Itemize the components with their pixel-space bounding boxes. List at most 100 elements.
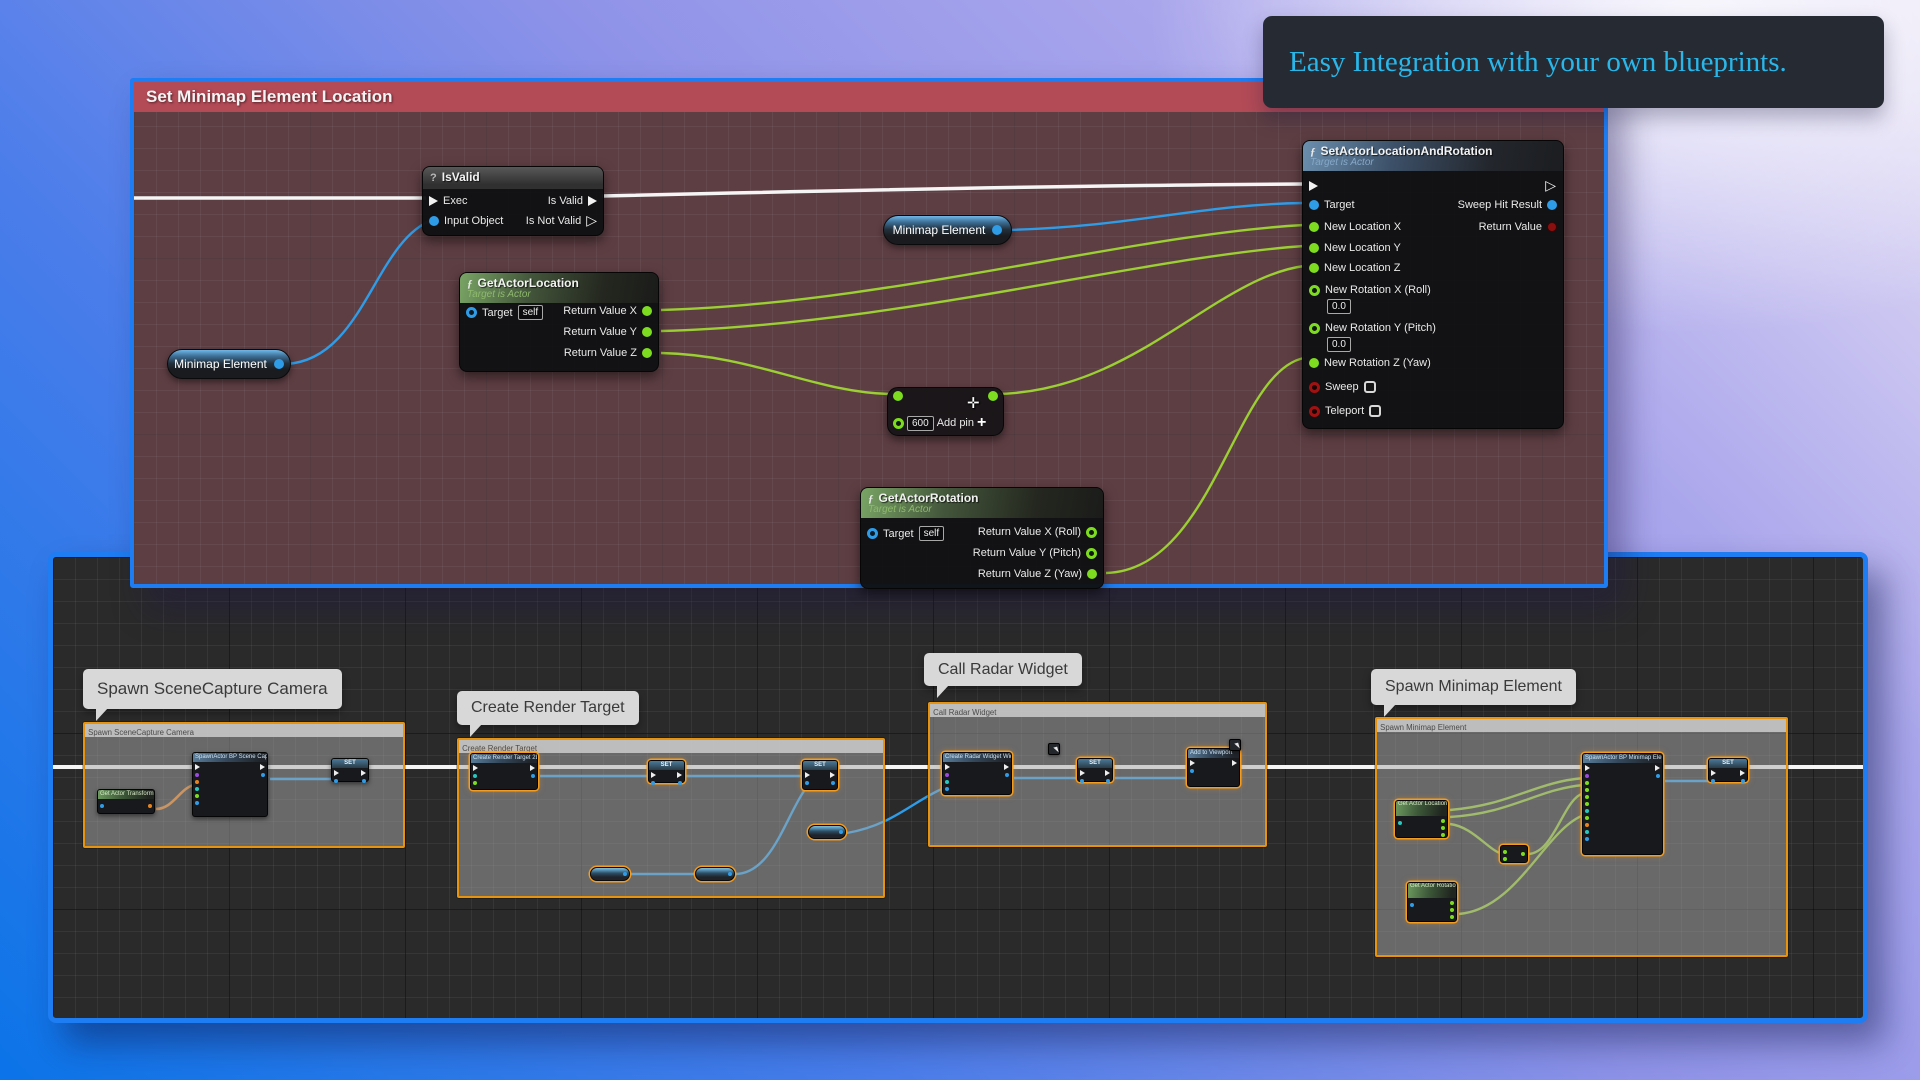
class-pin[interactable] bbox=[945, 773, 949, 777]
out-pin[interactable] bbox=[831, 781, 835, 785]
input-object-pin[interactable] bbox=[429, 216, 439, 226]
exec-out-pin[interactable] bbox=[530, 765, 535, 771]
out-pin[interactable] bbox=[988, 391, 998, 401]
return-y-pin[interactable] bbox=[642, 327, 652, 337]
roll-pin[interactable] bbox=[1450, 901, 1454, 905]
sweep-hit-result-pin[interactable] bbox=[1547, 200, 1557, 210]
value-pin[interactable] bbox=[651, 781, 655, 785]
param-pin[interactable] bbox=[1585, 830, 1589, 834]
new-rotation-x-pin[interactable] bbox=[1309, 285, 1320, 296]
sweep-pin[interactable] bbox=[1309, 382, 1320, 393]
comment-header[interactable]: Create Render Target bbox=[459, 740, 883, 753]
out-pin[interactable] bbox=[839, 830, 843, 834]
comment-header[interactable]: Spawn SceneCapture Camera bbox=[85, 724, 403, 737]
node-get-actor-transform[interactable]: Get Actor Transform bbox=[97, 789, 155, 814]
node-set-variable[interactable]: SET bbox=[802, 760, 838, 790]
out-pin[interactable] bbox=[623, 872, 627, 876]
out-pin[interactable] bbox=[728, 872, 732, 876]
exec-out-pin[interactable] bbox=[260, 764, 265, 770]
return-value-pin[interactable] bbox=[1547, 222, 1557, 232]
in-pin[interactable] bbox=[1503, 850, 1507, 854]
out-pin[interactable] bbox=[678, 781, 682, 785]
transform-pin[interactable] bbox=[148, 804, 152, 808]
node-set-actor-location-and-rotation[interactable]: ƒSetActorLocationAndRotation Target is A… bbox=[1302, 140, 1564, 429]
transform-pin[interactable] bbox=[1585, 823, 1589, 827]
string-pin[interactable] bbox=[195, 787, 199, 791]
out-pin[interactable] bbox=[1106, 779, 1110, 783]
new-rotation-y-pin[interactable] bbox=[1309, 323, 1320, 334]
exec-out-pin[interactable] bbox=[1004, 764, 1009, 770]
rotation-x-value-box[interactable]: 0.0 bbox=[1327, 299, 1351, 314]
exec-in-pin[interactable] bbox=[1190, 760, 1195, 766]
object-wire[interactable] bbox=[1003, 203, 1304, 230]
new-rotation-z-pin[interactable] bbox=[1309, 358, 1319, 368]
node-spawnactor-bp-minimap-element[interactable]: SpawnActor BP Minimap Element bbox=[1582, 753, 1663, 855]
object-pin[interactable] bbox=[945, 787, 949, 791]
exec-out-hollow-pin[interactable]: ▷ bbox=[586, 216, 597, 227]
object-pin[interactable] bbox=[195, 801, 199, 805]
value-pin[interactable] bbox=[1080, 779, 1084, 783]
node-add-mini[interactable] bbox=[1500, 845, 1528, 863]
return-x-pin[interactable] bbox=[642, 306, 652, 316]
rotation-y-value-box[interactable]: 0.0 bbox=[1327, 337, 1351, 352]
node-set-variable[interactable]: SET bbox=[1708, 758, 1748, 782]
return-z-pin[interactable] bbox=[642, 348, 652, 358]
comment-header[interactable]: Spawn Minimap Element bbox=[1377, 719, 1786, 732]
target-pin[interactable] bbox=[1190, 769, 1194, 773]
param-pin[interactable] bbox=[473, 774, 477, 778]
self-value-box[interactable]: self bbox=[518, 305, 544, 320]
exec-in-pin[interactable] bbox=[473, 765, 478, 771]
exec-in-pin[interactable] bbox=[945, 764, 950, 770]
float-wire[interactable] bbox=[661, 353, 889, 394]
exec-in-pin[interactable] bbox=[1080, 770, 1085, 776]
node-get-actor-rotation[interactable]: ƒGetActorRotation Target is Actor Target… bbox=[860, 487, 1104, 589]
sweep-checkbox[interactable] bbox=[1364, 381, 1376, 393]
transform-pin[interactable] bbox=[195, 780, 199, 784]
exec-out-pin[interactable] bbox=[1740, 770, 1745, 776]
target-pin[interactable] bbox=[1410, 903, 1414, 907]
node-spawnactor-bp-scene-capture[interactable]: SpawnActor BP Scene Capture bbox=[192, 752, 268, 817]
set-minimap-element-location-panel[interactable]: Set Minimap Element Location ?IsValid Ex… bbox=[130, 78, 1608, 588]
return-pin[interactable] bbox=[1005, 773, 1009, 777]
new-location-y-pin[interactable] bbox=[1309, 243, 1319, 253]
node-set-variable[interactable]: SET bbox=[331, 758, 369, 782]
out-pin[interactable] bbox=[1521, 852, 1525, 856]
exec-in-pin[interactable] bbox=[195, 764, 200, 770]
node-is-valid[interactable]: ?IsValid Exec Is Valid Input Object Is N… bbox=[422, 166, 604, 236]
target-pin[interactable] bbox=[1309, 200, 1319, 210]
in-pin-a[interactable] bbox=[893, 391, 903, 401]
node-create-render-target-2d[interactable]: Create Render Target 2D bbox=[470, 753, 538, 790]
object-pin[interactable] bbox=[100, 804, 104, 808]
exec-out-hollow-pin[interactable]: ▷ bbox=[1545, 181, 1556, 192]
node-get-actor-location[interactable]: ƒGetActorLocation Target is Actor Target… bbox=[459, 272, 659, 372]
exec-out-pin[interactable] bbox=[1232, 760, 1237, 766]
node-set-variable[interactable]: SET bbox=[1077, 758, 1113, 782]
float-pin[interactable] bbox=[1585, 816, 1589, 820]
param-pin[interactable] bbox=[1585, 809, 1589, 813]
out-pin[interactable] bbox=[992, 225, 1002, 235]
in-pin-b[interactable] bbox=[893, 418, 904, 429]
float-pin[interactable] bbox=[1585, 802, 1589, 806]
node-add[interactable]: 600Add pin+ bbox=[887, 387, 1004, 436]
in-pin[interactable] bbox=[1503, 857, 1507, 861]
exec-out-pin[interactable] bbox=[830, 772, 835, 778]
exec-in-pin[interactable] bbox=[651, 772, 656, 778]
float-wire[interactable] bbox=[661, 246, 1304, 331]
exec-in-pin[interactable] bbox=[1309, 181, 1318, 191]
bottom-blueprint-graph-panel[interactable]: Spawn SceneCapture Camera Create Render … bbox=[48, 552, 1868, 1023]
variable-pill-node[interactable] bbox=[590, 867, 630, 881]
self-value-box[interactable]: self bbox=[919, 526, 945, 541]
y-pin[interactable] bbox=[1441, 826, 1445, 830]
value-box[interactable]: 600 bbox=[907, 416, 934, 431]
new-location-x-pin[interactable] bbox=[1309, 222, 1319, 232]
class-pin[interactable] bbox=[1585, 774, 1589, 778]
value-pin[interactable] bbox=[334, 779, 338, 783]
value-pin[interactable] bbox=[805, 781, 809, 785]
exec-out-pin[interactable] bbox=[677, 772, 682, 778]
exec-in-pin[interactable] bbox=[1585, 765, 1590, 771]
node-add-to-viewport[interactable]: Add to Viewport bbox=[1187, 748, 1240, 787]
return-pin[interactable] bbox=[1656, 774, 1660, 778]
out-pin[interactable] bbox=[362, 779, 366, 783]
z-pin[interactable] bbox=[1441, 833, 1445, 837]
float-pin[interactable] bbox=[1585, 788, 1589, 792]
